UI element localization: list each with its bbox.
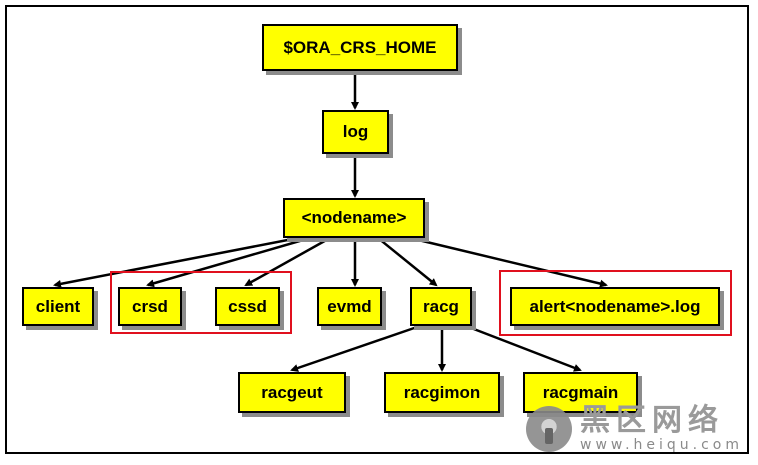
node-nodename: <nodename> (283, 198, 425, 238)
edge-nodename-alert (409, 236, 608, 288)
node-ora-crs-home: $ORA_CRS_HOME (262, 24, 458, 71)
edge-racg-racgmain (465, 324, 582, 372)
node-log: log (322, 110, 389, 154)
node-client: client (22, 287, 94, 326)
edge-nodename-client (53, 236, 299, 288)
edge-nodename-racg (377, 237, 438, 287)
edge-nodename-crsd (146, 236, 311, 288)
node-cssd: cssd (215, 287, 280, 326)
mushroom-logo-icon (526, 406, 572, 452)
node-crsd: crsd (118, 287, 182, 326)
node-racgeut: racgeut (238, 372, 346, 413)
watermark-title: 黑区网络 (580, 403, 724, 438)
node-racgimon: racgimon (384, 372, 500, 413)
highlight-box-crsd-cssd (110, 271, 292, 334)
node-evmd: evmd (317, 287, 382, 326)
watermark-text: 黑区网络 www.heiqu.com (580, 403, 744, 453)
watermark-url: www.heiqu.com (580, 437, 744, 453)
node-racgmain: racgmain (523, 372, 638, 413)
highlight-box-alert-log (499, 270, 732, 336)
edge-racg-racgeut (290, 324, 421, 372)
node-alert-nodename-log: alert<nodename>.log (510, 287, 720, 326)
node-racg: racg (410, 287, 472, 326)
edge-nodename-cssd (244, 236, 331, 287)
watermark: 黑区网络 www.heiqu.com (526, 399, 751, 459)
